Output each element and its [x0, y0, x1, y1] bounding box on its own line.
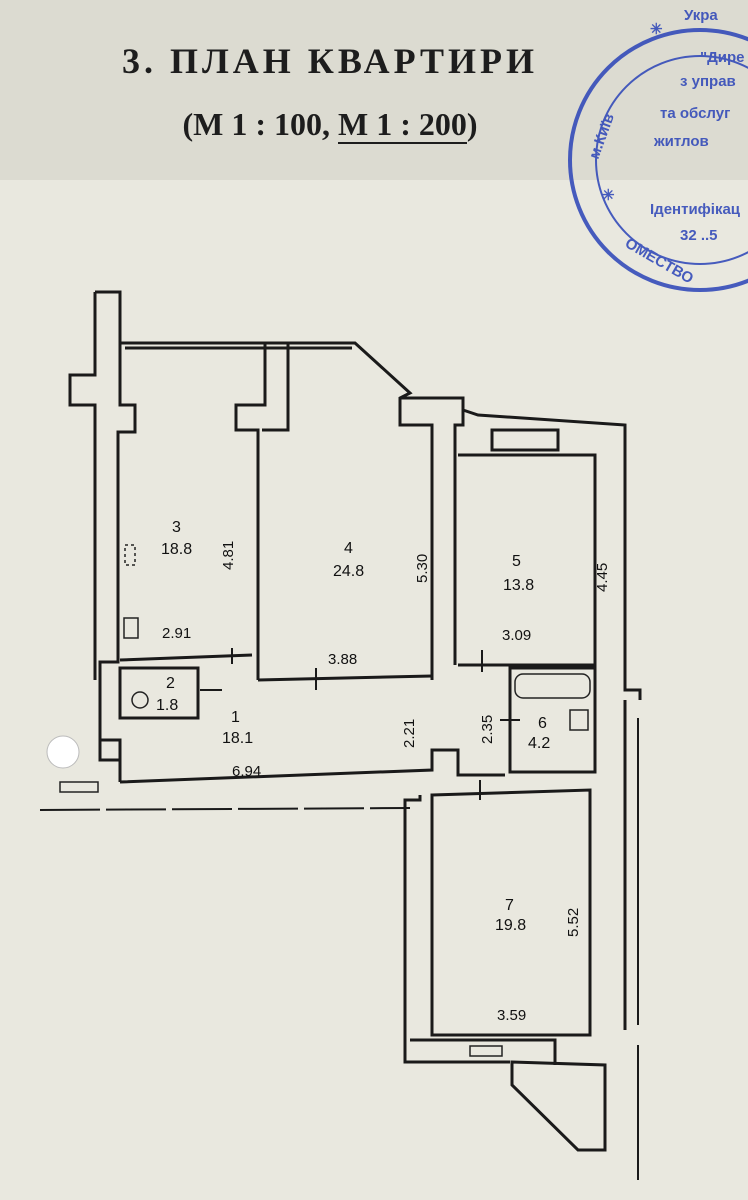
room-3-length: 4.81: [220, 541, 237, 570]
wall-left-pier: [68, 292, 97, 680]
scale-suffix: ): [466, 106, 478, 142]
stamp-star-1: ✳: [650, 21, 663, 38]
balcony-bottom: [510, 1060, 607, 1152]
wall-corridor-bottom: [119, 748, 505, 784]
stamp-line-1: "Дире: [700, 49, 745, 66]
stamp-star-2: ✳: [602, 187, 615, 204]
room-3-area: 18.8: [161, 541, 192, 558]
stamp-line-6: 32 ..5: [680, 227, 718, 244]
room-7-number: 7: [505, 897, 514, 914]
scale-prefix: (М 1 : 100,: [182, 106, 338, 142]
room-4-length: 5.30: [414, 554, 431, 583]
riser-icon: [46, 735, 80, 769]
entrance-marker-icon: [59, 781, 99, 793]
stamp-line-5: Ідентифікац: [650, 201, 741, 218]
room-1-width: 2.21: [401, 719, 418, 748]
room-5-length: 4.45: [594, 563, 611, 592]
washbasin-icon: [569, 709, 589, 731]
room-4-number: 4: [344, 540, 353, 557]
wall-bath2: [118, 666, 200, 720]
room-6-number: 6: [538, 715, 547, 732]
room-7-area: 19.8: [495, 917, 526, 934]
stamp-city: м.Київ: [586, 111, 618, 161]
room-3-number: 3: [172, 519, 181, 536]
wall-top: [120, 341, 267, 680]
room-4-width: 3.88: [328, 651, 357, 668]
staircase-icon: [469, 1045, 503, 1057]
room-7-width: 3.59: [497, 1007, 526, 1024]
room-3-width: 2.91: [162, 625, 191, 642]
exterior-line-left: [39, 807, 411, 811]
wall-room5: [462, 408, 642, 700]
wall-room3-bottom: [119, 653, 253, 662]
toilet-icon: [131, 691, 149, 709]
wall-room7-outer: [403, 795, 510, 1064]
bathtub-icon: [514, 673, 591, 699]
sink-icon: [124, 544, 136, 566]
official-stamp: м.Київ Укра "Дире з управ та обслуг житл…: [568, 7, 748, 292]
page-title: 3. ПЛАН КВАРТИРИ: [121, 41, 539, 81]
stamp-country: Укра: [684, 7, 718, 24]
room-1-length: 6.94: [232, 763, 261, 780]
wall-room4-bottom: [257, 674, 433, 682]
wall-room7: [430, 788, 592, 1037]
room-1-number: 1: [231, 709, 240, 726]
wall-top-room4-inner: [262, 343, 290, 432]
room-1-area: 18.1: [222, 730, 253, 747]
room-6-area: 4.2: [528, 735, 550, 752]
scale-selected: М 1 : 200: [338, 106, 467, 144]
stamp-line-4: житлов: [653, 133, 709, 150]
room-1-width-2: 2.35: [479, 715, 496, 744]
room-2-area: 1.8: [156, 697, 178, 714]
wall-corridor-door: [100, 738, 122, 782]
room-7-length: 5.52: [565, 908, 582, 937]
room-4-area: 24.8: [333, 563, 364, 580]
wall-top-room4: [265, 341, 434, 680]
stove-icon: [123, 617, 139, 639]
wall-bath6: [508, 666, 597, 774]
wall-room7-bottom: [410, 1038, 557, 1065]
stamp-outer-ring: [568, 28, 748, 292]
room-2-number: 2: [166, 675, 175, 692]
room-5-width: 3.09: [502, 627, 531, 644]
stamp-line-2: з управ: [680, 73, 736, 90]
room-5-number: 5: [512, 553, 521, 570]
wall-room5-inner: [458, 453, 597, 667]
scale-note: (М 1 : 100, М 1 : 200): [150, 106, 510, 144]
room-5-area: 13.8: [503, 577, 534, 594]
stamp-line-3: та обслуг: [660, 105, 730, 122]
wall-outer-left: [95, 290, 137, 782]
balcony-window: [490, 428, 560, 452]
stamp-inner-ring: [595, 55, 748, 265]
wall-pier-mid: [400, 396, 465, 665]
